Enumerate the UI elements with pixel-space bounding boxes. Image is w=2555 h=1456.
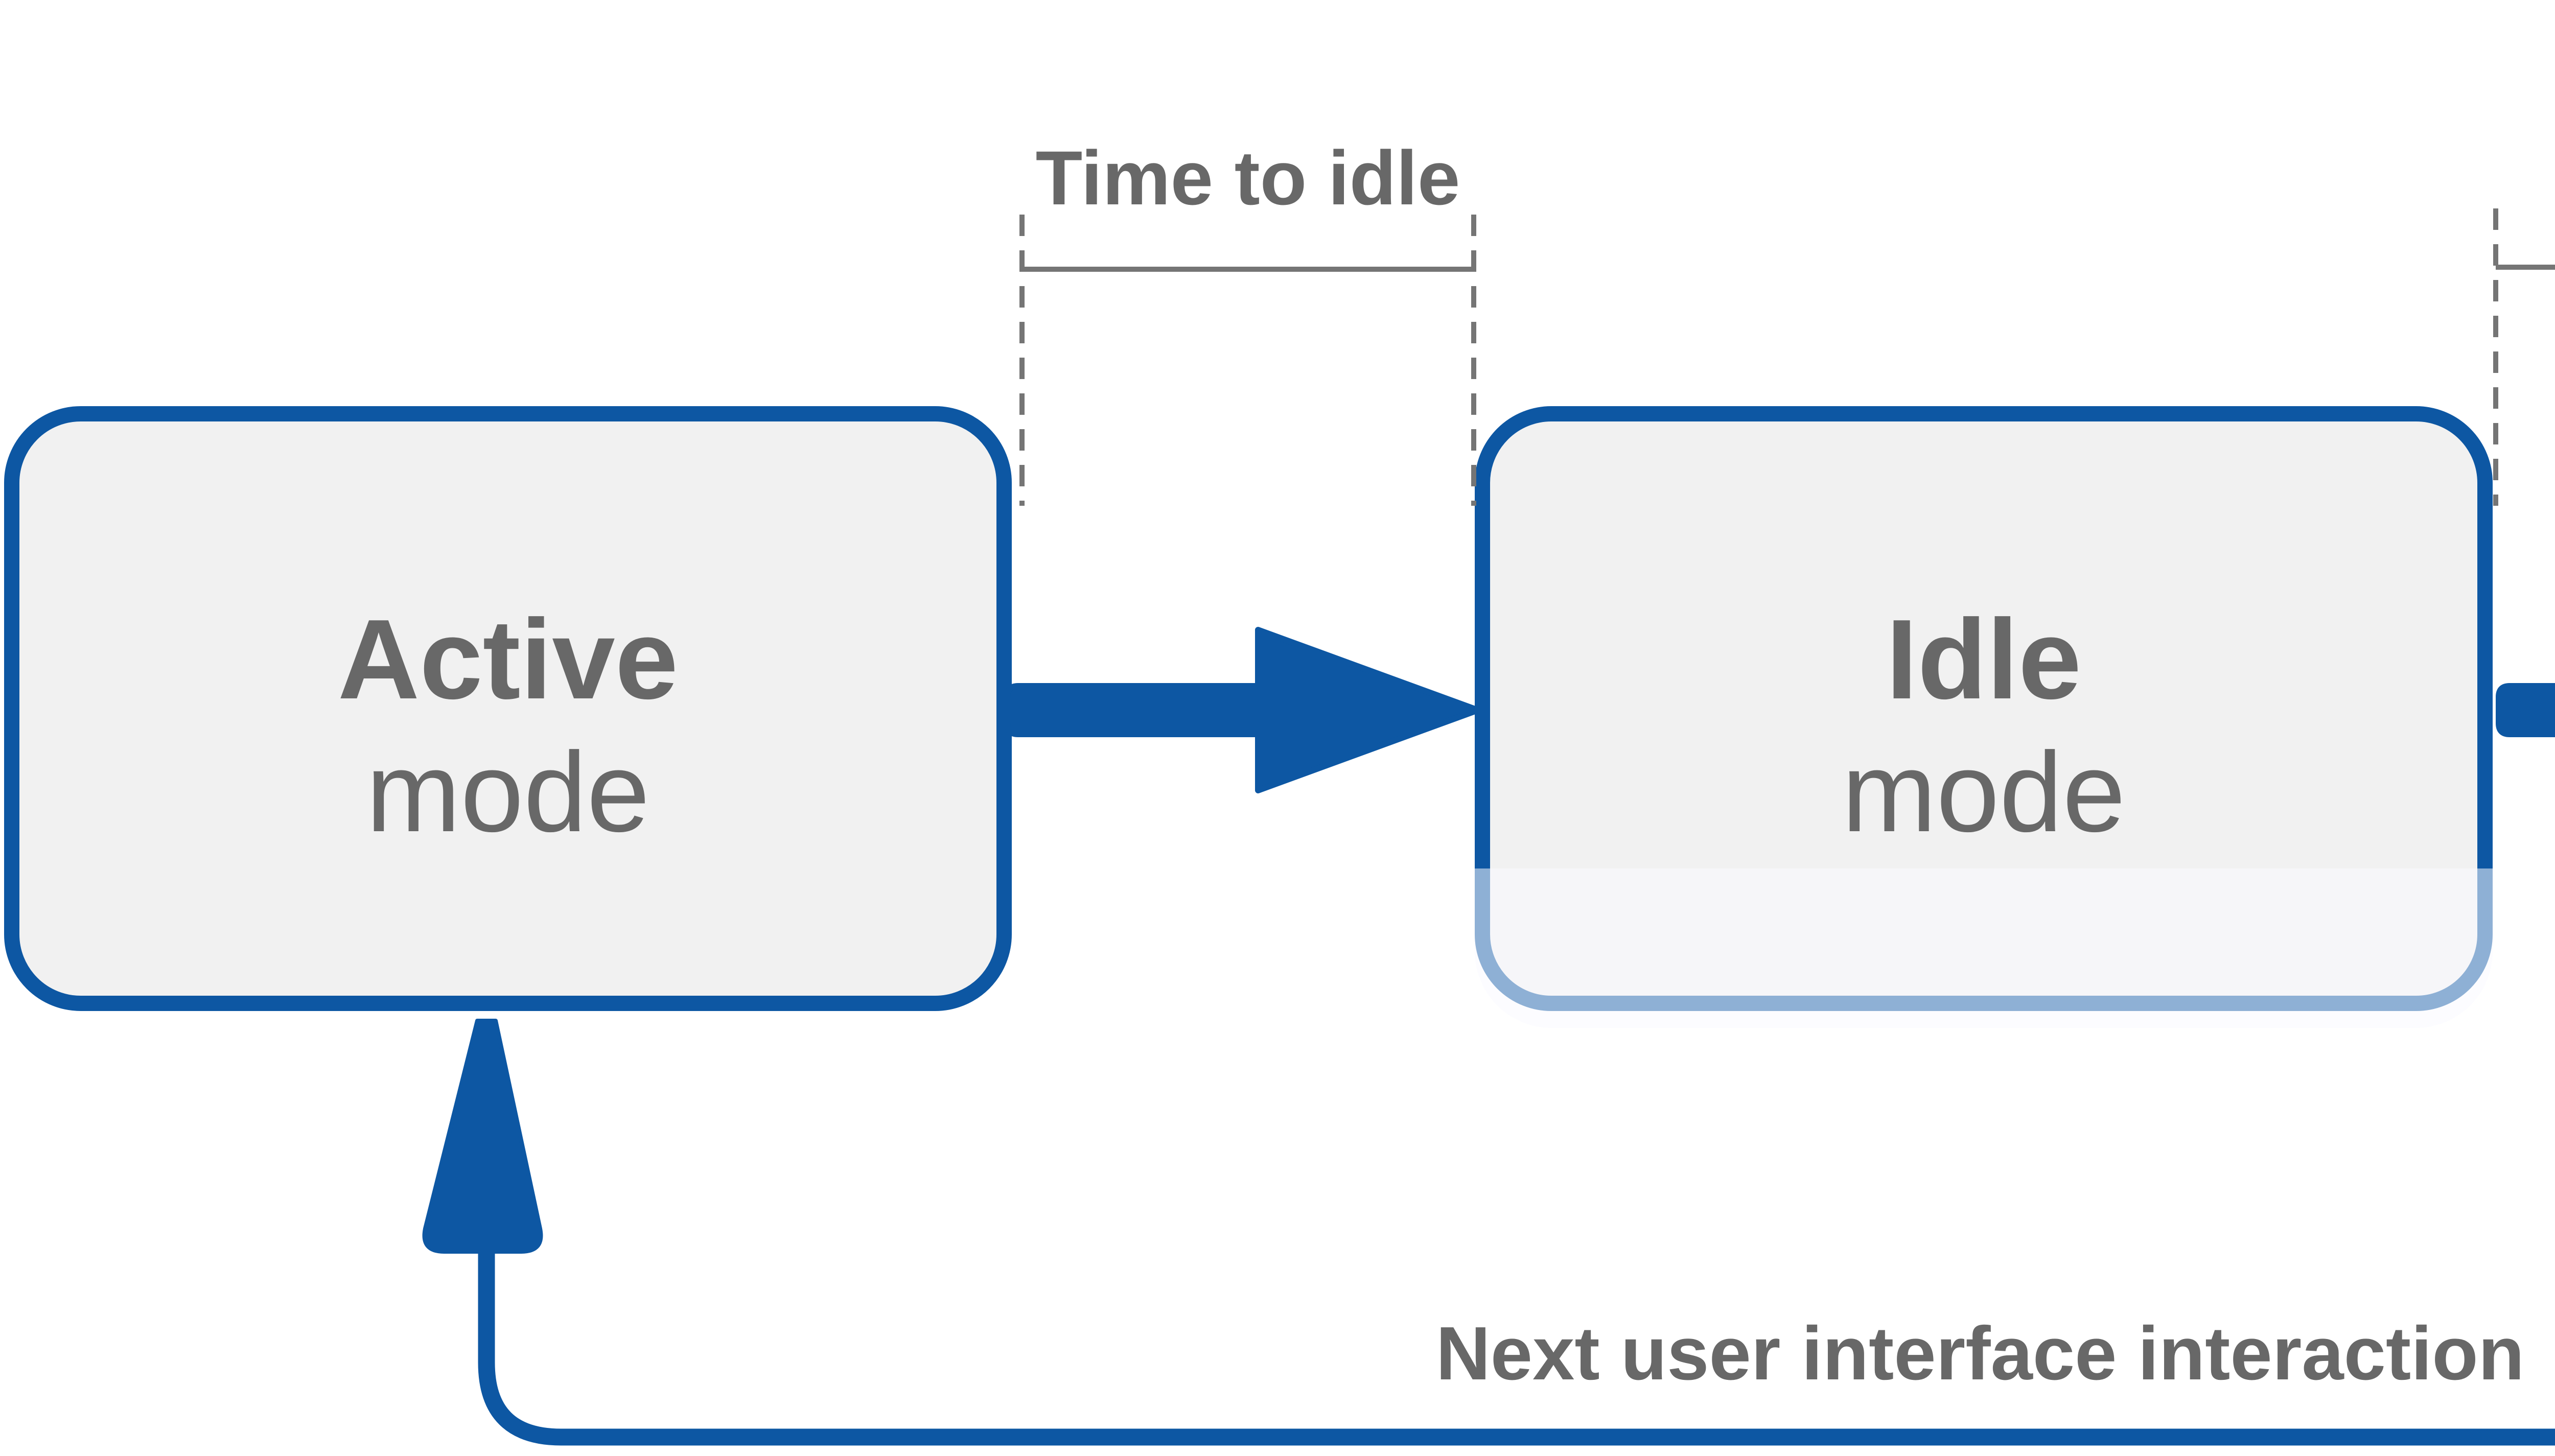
active-mode-box (4, 406, 1012, 1011)
idle-mode-subtitle: mode (1842, 729, 2126, 856)
idle-box-gloss-overlay (1475, 868, 2493, 1028)
active-mode-subtitle: mode (366, 729, 650, 856)
return-arrowhead-icon (422, 1019, 543, 1254)
active-mode-title: Active (337, 596, 679, 723)
time-to-idle-label: Time to idle (1035, 135, 1460, 221)
arrow-idle-to-standby-icon (2496, 683, 2555, 737)
next-user-interaction-label: Next user interface interaction (1435, 1311, 2525, 1396)
time-to-standby-label: Time to standby (2496, 49, 2555, 206)
active-mode-label: Active mode (4, 406, 1012, 1011)
return-arrow-path (478, 1253, 2555, 1446)
arrow-active-to-idle-icon (1004, 627, 1481, 793)
idle-mode-label: Idle mode (1475, 406, 2493, 1011)
idle-mode-title: Idle (1886, 596, 2082, 723)
